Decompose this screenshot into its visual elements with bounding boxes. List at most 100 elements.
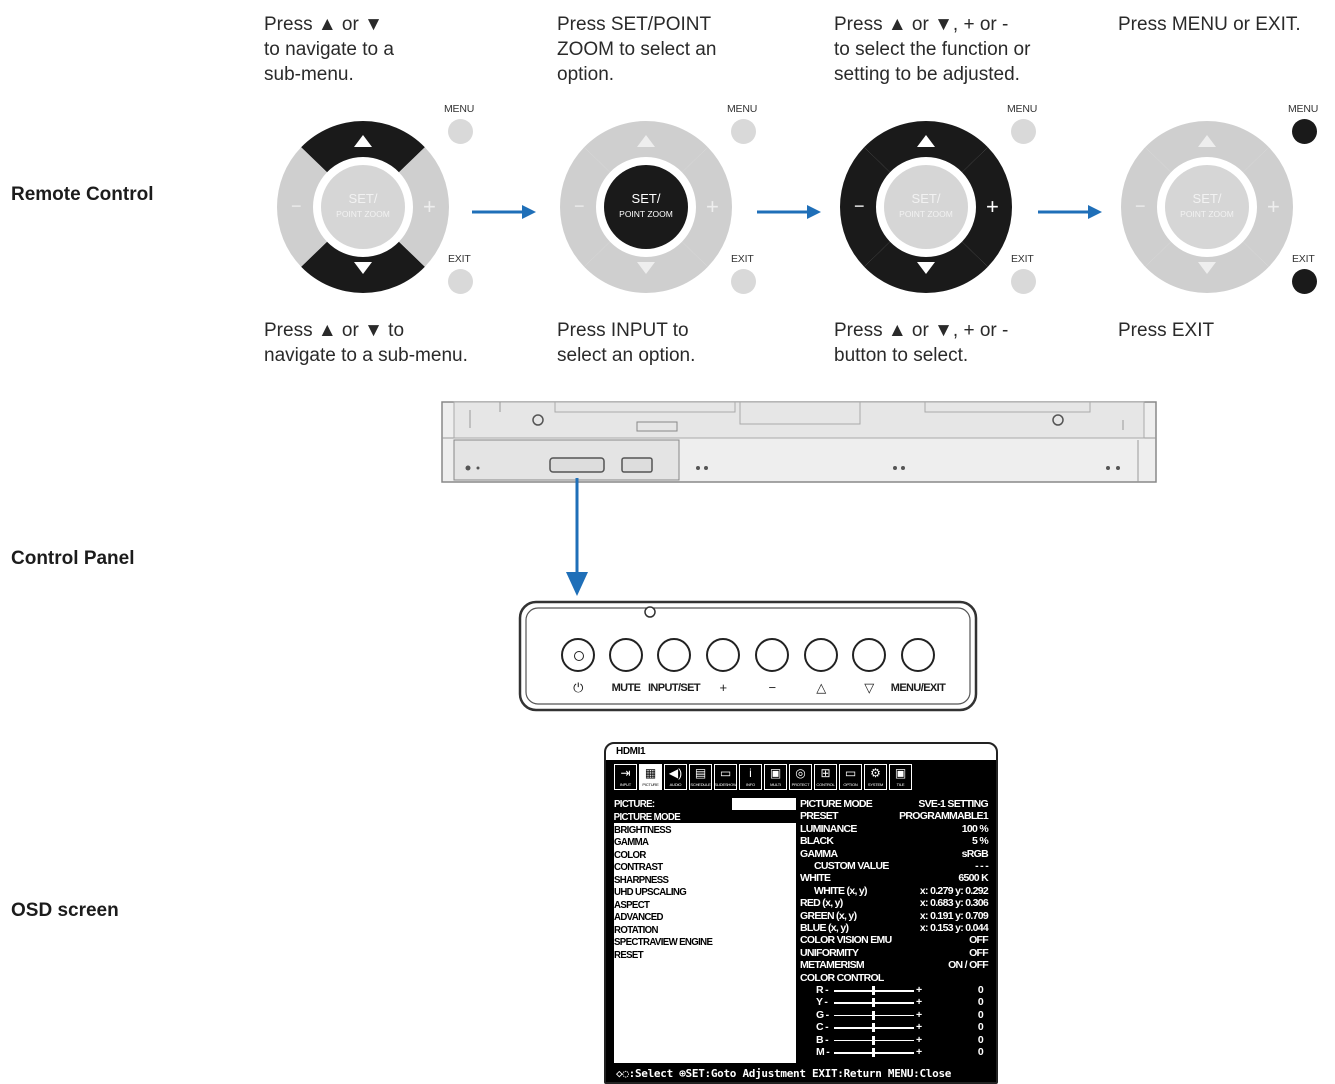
osd-setting-label: COLOR CONTROL xyxy=(800,971,884,984)
up-button[interactable] xyxy=(804,638,838,672)
dpad-minus-button[interactable] xyxy=(560,147,611,267)
osd-tab-protect[interactable]: ◎PROTECT xyxy=(789,764,812,790)
down-triangle-icon xyxy=(354,262,372,274)
osd-tab-icon: ◀) xyxy=(668,766,683,780)
osd-color-slider[interactable]: C - + 0 xyxy=(816,1021,991,1033)
osd-menu-item[interactable]: CONTRAST xyxy=(614,861,663,873)
slider-value: 0 xyxy=(977,984,984,996)
slider-thumb[interactable] xyxy=(872,1010,875,1020)
osd-menu-item[interactable]: ADVANCED xyxy=(614,911,664,923)
osd-setting-value[interactable]: 5 % xyxy=(972,835,989,848)
set-point-zoom-button[interactable] xyxy=(1165,165,1249,249)
slider-thumb[interactable] xyxy=(872,998,875,1008)
menu-button[interactable] xyxy=(448,119,473,144)
slider-thumb[interactable] xyxy=(872,986,875,995)
slider-thumb[interactable] xyxy=(872,1048,875,1057)
dpad-plus-button[interactable] xyxy=(398,147,449,267)
set-point-zoom-button[interactable] xyxy=(321,165,405,249)
minus-button[interactable] xyxy=(755,638,789,672)
osd-setting-value[interactable]: x: 0.191 y: 0.709 xyxy=(919,909,989,922)
osd-setting-value[interactable]: x: 0.683 y: 0.306 xyxy=(919,897,989,910)
dpad-minus-button[interactable] xyxy=(277,147,328,267)
osd-setting-value[interactable]: 100 % xyxy=(961,822,989,835)
input-set-button[interactable] xyxy=(657,638,691,672)
dpad-minus-button[interactable] xyxy=(1121,147,1172,267)
osd-setting-label: PRESET xyxy=(800,810,839,823)
power-label: ⏻ xyxy=(573,680,583,695)
osd-setting-value[interactable]: OFF xyxy=(969,946,989,959)
osd-setting-value[interactable]: OFF xyxy=(969,934,989,947)
down-triangle-icon xyxy=(637,262,655,274)
exit-button[interactable] xyxy=(731,269,756,294)
dpad-minus-button[interactable] xyxy=(840,147,891,267)
plus-button[interactable] xyxy=(706,638,740,672)
exit-button[interactable] xyxy=(1292,269,1317,294)
mute-label: MUTE xyxy=(611,682,641,694)
osd-tab-icon: ▣ xyxy=(894,766,907,780)
osd-menu-item[interactable]: BRIGHTNESS xyxy=(614,823,672,836)
osd-setting-value[interactable]: sRGB xyxy=(961,847,989,860)
osd-tab-system[interactable]: ⚙SYSTEM xyxy=(864,764,887,790)
osd-menu-item-selected[interactable]: PICTURE MODE xyxy=(610,811,785,823)
dpad-plus-button[interactable] xyxy=(961,147,1012,267)
down-button[interactable] xyxy=(852,638,886,672)
power-button[interactable] xyxy=(561,638,595,672)
osd-color-slider[interactable]: G - + 0 xyxy=(816,1009,991,1021)
osd-tab-multi[interactable]: ▣MULTI xyxy=(764,764,787,790)
slider-thumb[interactable] xyxy=(872,1035,875,1045)
exit-button[interactable] xyxy=(1011,269,1036,294)
osd-setting-value[interactable]: x: 0.279 y: 0.292 xyxy=(919,884,989,897)
monitor-bezel-illustration xyxy=(441,401,1157,483)
slider-value: 0 xyxy=(977,996,984,1009)
osd-color-slider[interactable]: M - + 0 xyxy=(816,1046,991,1058)
menu-button[interactable] xyxy=(1292,119,1317,144)
osd-color-slider[interactable]: Y - + 0 xyxy=(816,996,991,1008)
menu-exit-button[interactable] xyxy=(901,638,935,672)
exit-button[interactable] xyxy=(448,269,473,294)
osd-tab-caption: CONTROL xyxy=(816,782,835,787)
osd-menu-item[interactable]: SHARPNESS xyxy=(614,873,669,886)
osd-menu-item[interactable]: UHD UPSCALING xyxy=(614,886,687,898)
osd-setting-value[interactable]: SVE-1 SETTING xyxy=(918,798,988,810)
osd-menu-item[interactable]: ASPECT xyxy=(614,898,650,911)
step4-top-text: Press MENU or EXIT. xyxy=(1118,14,1301,35)
set-point-zoom-button[interactable] xyxy=(884,165,968,249)
osd-color-slider[interactable]: B - + 0 xyxy=(816,1034,991,1046)
osd-menu-item[interactable]: GAMMA xyxy=(614,836,649,848)
menu-label: MENU xyxy=(444,103,475,115)
osd-menu-item[interactable]: RESET xyxy=(614,948,644,961)
osd-color-slider[interactable]: R - + 0 xyxy=(816,984,991,996)
osd-setting-value[interactable]: - - - xyxy=(975,860,989,872)
osd-footer: ◇◌:Select ⊕SET:Goto Adjustment EXIT:Retu… xyxy=(606,1066,996,1082)
osd-tab-control[interactable]: ⊞CONTROL xyxy=(814,764,837,790)
mute-button[interactable] xyxy=(609,638,643,672)
osd-setting-label: WHITE (x, y) xyxy=(814,884,868,897)
dpad-plus-button[interactable] xyxy=(1242,147,1293,267)
osd-tab-picture[interactable]: ▦PICTURE xyxy=(639,764,662,790)
osd-menu-item[interactable]: SPECTRAVIEW ENGINE xyxy=(614,936,713,948)
osd-setting-value[interactable]: ON / OFF xyxy=(948,959,989,972)
osd-tab-caption: SLIDESHOW xyxy=(714,782,737,787)
osd-setting-value[interactable]: 6500 K xyxy=(958,872,988,885)
plus-label: + xyxy=(1267,194,1280,219)
osd-tab-audio[interactable]: ◀)AUDIO xyxy=(664,764,687,790)
osd-tab-input[interactable]: ⇥INPUT xyxy=(614,764,637,790)
menu-button[interactable] xyxy=(731,119,756,144)
set-point-zoom-button[interactable] xyxy=(604,165,688,249)
osd-menu-item[interactable]: COLOR xyxy=(614,848,646,861)
osd-tab-option[interactable]: ▭OPTION xyxy=(839,764,862,790)
osd-setting-value[interactable]: x: 0.153 y: 0.044 xyxy=(919,922,989,934)
menu-button[interactable] xyxy=(1011,119,1036,144)
osd-setting-value[interactable]: PROGRAMMABLE1 xyxy=(899,810,989,823)
slider-thumb[interactable] xyxy=(872,1023,875,1033)
exit-label: EXIT xyxy=(1292,253,1315,265)
minus-label: − xyxy=(768,680,777,695)
osd-tab-schedule[interactable]: ▤SCHEDULE xyxy=(689,764,712,790)
osd-tab-slideshow[interactable]: ▭SLIDESHOW xyxy=(714,764,737,790)
dpad-plus-button[interactable] xyxy=(681,147,732,267)
osd-menu-item[interactable]: ROTATION xyxy=(614,923,658,936)
menu-exit-label: MENU/EXIT xyxy=(890,682,946,694)
osd-tab-icon: ⇥ xyxy=(620,766,631,780)
osd-tab-tile[interactable]: ▣TILE xyxy=(889,764,912,790)
